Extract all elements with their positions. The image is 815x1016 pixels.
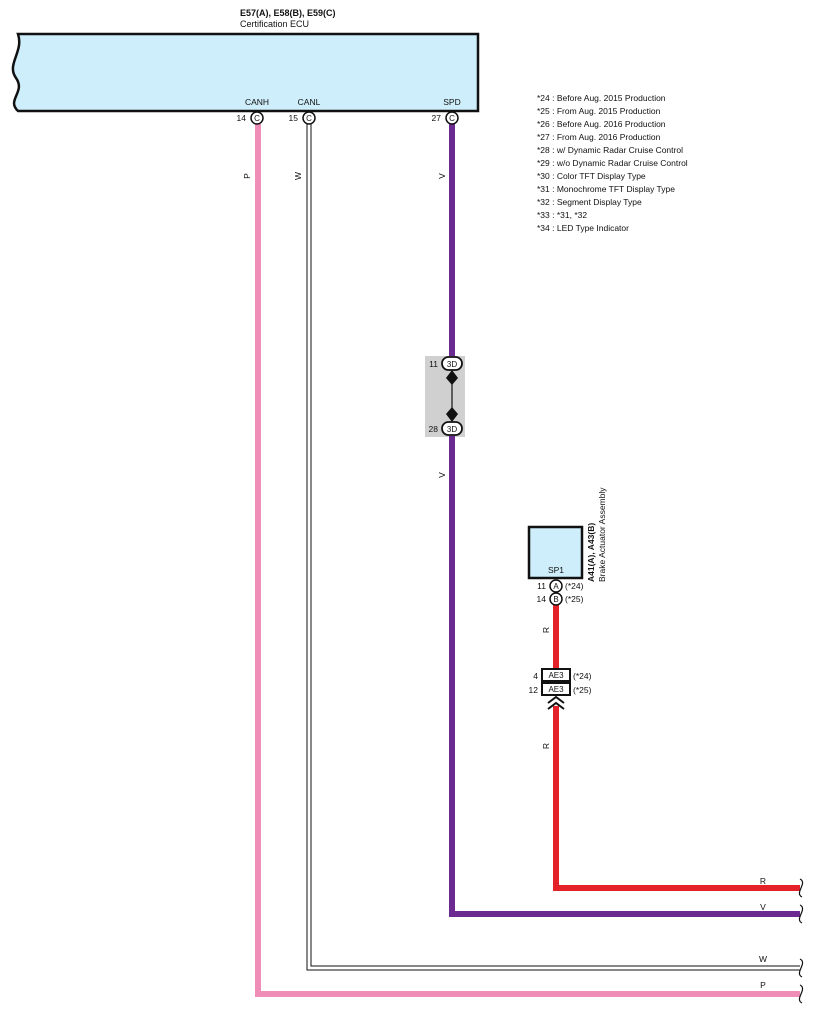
junction-link-arrow-icon [446,370,458,422]
wire-label-brake-lower: R [541,743,551,749]
pin-number-canh: 14 [237,113,247,123]
pin-label-canh: CANH [245,97,269,107]
wire-label-out-p: P [760,980,766,990]
wire-canl[interactable] [307,124,800,970]
brake-pin-number-b: 14 [537,594,547,604]
junction-code: 3D [447,425,457,434]
brake-pin-note-b: (*25) [565,594,584,604]
inline-pin-number: 12 [529,685,539,695]
wire-label-out-r: R [760,876,766,886]
legend-item: *32 : Segment Display Type [537,197,642,207]
wire-brake-lower[interactable] [553,706,800,891]
terminal-connector-letter: C [449,114,455,123]
wire-label-canl: W [293,172,303,180]
terminal-connector-letter: A [553,582,559,591]
ecu-box[interactable] [11,32,480,113]
wire-label-spd-upper: V [437,173,447,179]
legend-item: *31 : Monochrome TFT Display Type [537,184,675,194]
ecu-terminal-spd[interactable]: C [445,111,459,125]
wire-label-canh: P [242,173,252,179]
wire-label-brake-upper: R [541,627,551,633]
junction-terminal-top[interactable]: 3D [441,356,463,371]
wire-canh[interactable] [255,124,800,997]
brake-terminal-b[interactable]: B [549,592,563,606]
wire-label-out-w: W [759,954,767,964]
inline-connector-code: AE3 [548,671,564,680]
junction-terminal-bottom[interactable]: 3D [441,421,463,436]
legend-item: *29 : w/o Dynamic Radar Cruise Control [537,158,688,168]
pin-number-canl: 15 [289,113,299,123]
terminal-connector-letter: C [254,114,260,123]
inline-connector-code: AE3 [548,685,564,694]
pin-number-spd: 27 [432,113,442,123]
legend-item: *27 : From Aug. 2016 Production [537,132,661,142]
legend-item: *33 : *31, *32 [537,210,587,220]
ecu-terminal-canh[interactable]: C [250,111,264,125]
junction-pin-top: 11 [429,359,438,369]
ecu-connectors: E57(A), E58(B), E59(C) [240,8,336,18]
terminal-connector-letter: B [553,595,558,604]
chevron-up-icon [547,695,565,710]
inline-connector-row-2[interactable]: AE3 [541,682,571,696]
wire-break-marks [798,878,804,1004]
brake-pin-note-a: (*24) [565,581,584,591]
brake-terminal-a[interactable]: A [549,579,563,593]
brake-name: Brake Actuator Assembly [597,487,607,582]
legend-item: *34 : LED Type Indicator [537,223,629,233]
wire-label-spd-lower: V [437,472,447,478]
legend-item: *24 : Before Aug. 2015 Production [537,93,666,103]
ecu-name: Certification ECU [240,19,309,29]
pin-label-spd: SPD [443,97,460,107]
terminal-connector-letter: C [306,114,312,123]
legend-item: *25 : From Aug. 2015 Production [537,106,661,116]
brake-terminal-label: SP1 [548,565,564,575]
inline-pin-note: (*24) [573,671,592,681]
inline-connector-row-1[interactable]: AE3 [541,668,571,682]
ecu-terminal-canl[interactable]: C [302,111,316,125]
legend-item: *26 : Before Aug. 2016 Production [537,119,666,129]
junction-code: 3D [447,360,457,369]
legend: *24 : Before Aug. 2015 Production *25 : … [537,93,688,233]
junction-pin-bottom: 28 [429,424,439,434]
pin-label-canl: CANL [298,97,321,107]
legend-item: *28 : w/ Dynamic Radar Cruise Control [537,145,683,155]
brake-connectors: A41(A), A43(B) [586,523,596,582]
wire-spd-lower[interactable] [449,436,800,917]
legend-item: *30 : Color TFT Display Type [537,171,646,181]
brake-pin-number-a: 11 [537,581,546,591]
brake-actuator-box[interactable] [527,525,584,580]
inline-pin-number: 4 [533,671,538,681]
wire-label-out-v: V [760,902,766,912]
inline-pin-note: (*25) [573,685,592,695]
